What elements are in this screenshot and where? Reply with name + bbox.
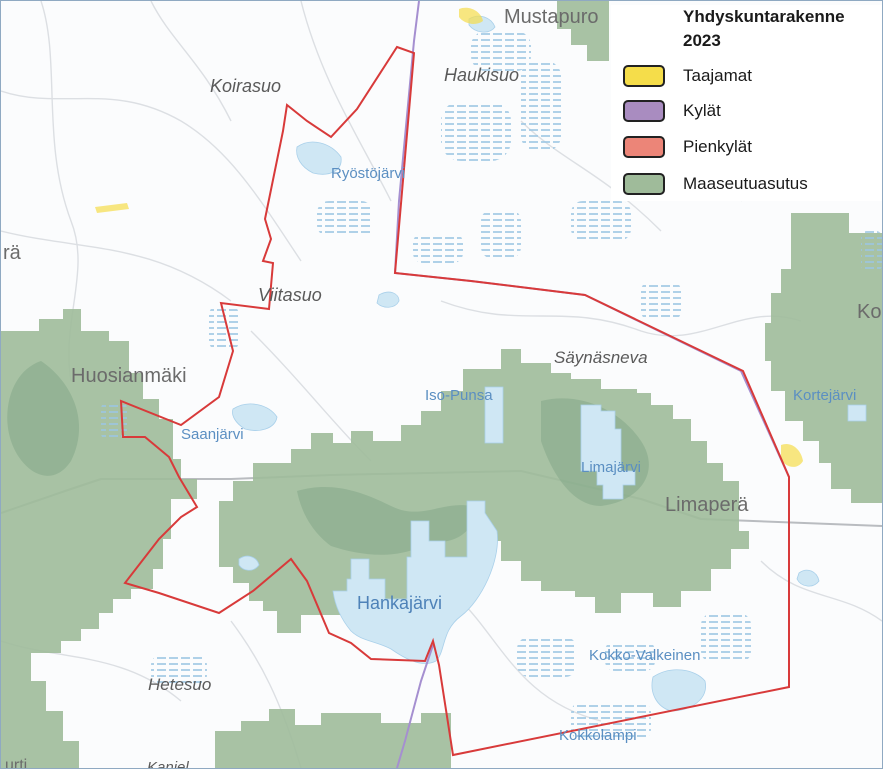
legend-label-maaseutuasutus: Maaseutuasutus xyxy=(683,174,808,193)
rural-area-south xyxy=(215,709,451,768)
legend-swatch-taajamat xyxy=(623,65,665,87)
limajarvi-lake xyxy=(580,404,636,500)
place-label-saynasneva: Säynäsneva xyxy=(554,348,648,367)
rural-area-east xyxy=(765,213,882,503)
saanjarvi-lake xyxy=(232,403,278,431)
legend-item-taajamat: Taajamat xyxy=(623,63,752,89)
marsh-layer xyxy=(101,31,882,741)
legend-item-pienkylat: Pienkylät xyxy=(623,134,752,160)
place-label-huosianmaki: Huosianmäki xyxy=(71,365,187,387)
place-label-haukisuo: Haukisuo xyxy=(444,65,520,85)
kokkovalkeinen-lake xyxy=(651,669,706,712)
water-label-saanjarvi: Saanjärvi xyxy=(181,426,244,443)
place-label-edge-ra: rä xyxy=(3,242,21,264)
water-label-kokkolampi: Kokkolampi xyxy=(559,727,637,744)
hankajarvi-lake xyxy=(332,500,498,664)
legend-label-taajamat: Taajamat xyxy=(683,66,752,85)
kortejarvi-lake xyxy=(847,404,867,422)
legend-title: Yhdyskuntarakenne 2023 xyxy=(683,7,845,50)
water-label-limajarvi: Limajärvi xyxy=(581,459,642,476)
legend-label-kylat: Kylät xyxy=(683,101,721,120)
water-label-kortejarvi: Kortejärvi xyxy=(793,387,857,404)
place-label-edge-ko: Ko xyxy=(857,301,882,323)
legend-swatch-pienkylat xyxy=(623,136,665,158)
legend-item-kylat: Kylät xyxy=(623,98,721,124)
place-label-limapera: Limaperä xyxy=(665,494,749,516)
water-layer xyxy=(232,15,867,712)
rural-area-west xyxy=(1,309,197,653)
water-label-hankajarvi: Hankajärvi xyxy=(357,593,443,613)
legend-item-maaseutuasutus: Maaseutuasutus xyxy=(623,171,808,197)
place-label-bottom-left: urti xyxy=(5,757,28,769)
map-legend: Yhdyskuntarakenne 2023 Taajamat Kylät Pi… xyxy=(611,5,882,201)
place-label-koirasuo: Koirasuo xyxy=(210,76,282,96)
water-label-isopunsa: Iso-Punsa xyxy=(425,387,493,404)
study-area-boundary xyxy=(119,45,790,757)
place-label-hetesuo: Hetesuo xyxy=(148,675,212,694)
isopunsa-lake xyxy=(484,386,504,444)
legend-swatch-maaseutuasutus xyxy=(623,173,665,195)
water-label-kokkovalkeinen: Kokko-Valkeinen xyxy=(589,647,701,664)
rural-area-southwest xyxy=(1,653,79,768)
legend-swatch-kylat xyxy=(623,100,665,122)
built-up-spots xyxy=(95,7,803,467)
ryostojarvi-lake xyxy=(296,141,342,175)
water-label-ryostojarvi: Ryöstöjärvi xyxy=(331,165,406,182)
place-label-bottom-mid: Kaniel xyxy=(147,759,189,769)
rural-area-northeast xyxy=(557,1,609,61)
place-label-viitasuo: Viitasuo xyxy=(258,285,322,305)
place-label-mustapuro: Mustapuro xyxy=(504,6,599,28)
legend-label-pienkylat: Pienkylät xyxy=(683,137,752,156)
